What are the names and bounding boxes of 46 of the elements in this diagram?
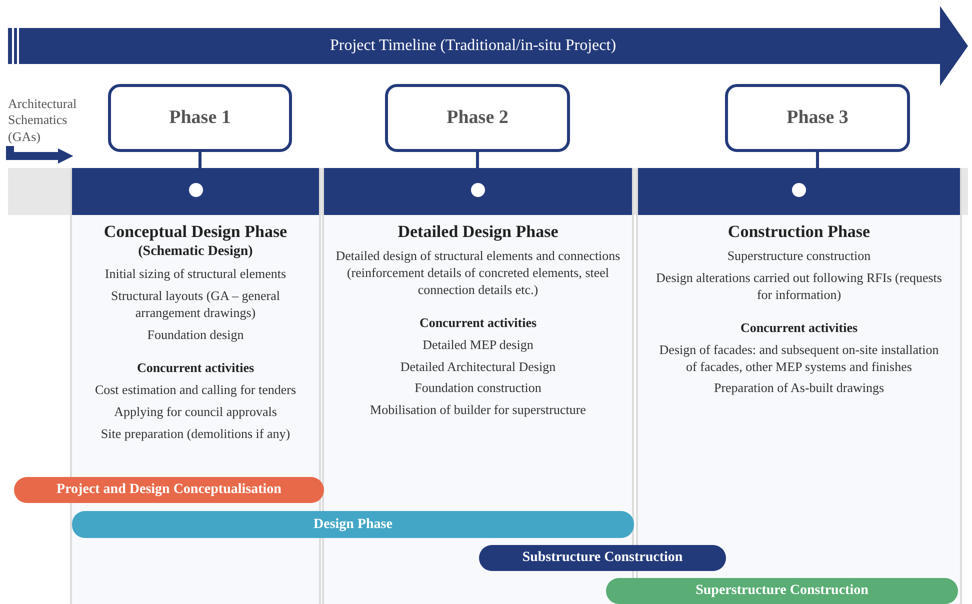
activity-text: Structural layouts (GA – general arrangement drawings): [110, 288, 281, 322]
stage-bar: [72, 511, 634, 538]
activity-text: Detailed design of structural elements and connections (reinforcement details of concreted elements, steel connection details etc.): [334, 248, 622, 299]
phase-box: [108, 84, 292, 152]
activity-text: Detailed Architectural Design: [400, 358, 556, 376]
stage-bar-label: Design Phase: [314, 516, 392, 532]
connector-line: [816, 152, 819, 168]
activity-text: Site preparation (demolitions if any): [100, 426, 290, 442]
column-subtitle: (Schematic Design): [138, 243, 253, 262]
section-heading: Concurrent activities: [136, 360, 254, 377]
column-title: Construction Phase: [728, 221, 870, 243]
arrow: [6, 146, 74, 164]
activity-text: Design of facades: and subsequent on-site installation of facades, other MEP systems and finishes: [658, 342, 940, 376]
phase-title: Phase 1: [169, 107, 231, 129]
section-heading: Concurrent activities: [740, 320, 858, 337]
phase-title: Phase 3: [786, 107, 848, 129]
activity-text: Mobilisation of builder for superstructure: [370, 402, 586, 420]
section-heading: Concurrent activities: [419, 314, 537, 332]
phase-title: Phase 2: [446, 107, 508, 129]
phase-column: [70, 168, 321, 473]
activity-text: Cost estimation and calling for tenders: [94, 382, 296, 399]
stage-bar: [479, 545, 726, 571]
activity-text: Foundation construction: [414, 380, 542, 398]
connector-line: [198, 152, 202, 168]
stage-bar-label: Project and Design Conceptualisation: [56, 482, 282, 498]
phase-box: [725, 84, 910, 152]
timeline-title: Project Timeline (Traditional/in-situ Project): [328, 36, 618, 56]
stage-bar-label: Substructure Construction: [522, 550, 683, 566]
stage-bar: [14, 477, 324, 503]
phase-box: [385, 84, 570, 152]
activity-text: Foundation design: [147, 326, 244, 344]
timeline-arrow: [8, 6, 968, 86]
input-label-text: Architectural Schematics (GAs): [8, 96, 94, 146]
stage-bar-label: Superstructure Construction: [696, 583, 868, 599]
phase-column: [636, 168, 962, 473]
activity-text: Design alterations carried out following RFIs (requests for information): [656, 270, 942, 304]
connector-line: [476, 152, 479, 168]
column-title: Conceptual Design Phase: [104, 221, 288, 243]
phase-column: [322, 168, 634, 473]
activity-text: Initial sizing of structural elements: [104, 266, 286, 284]
activity-text: Applying for council approvals: [114, 404, 277, 421]
stage-bar: [606, 578, 958, 604]
column-title: Detailed Design Phase: [398, 221, 558, 243]
activity-text: Preparation of As-built drawings: [714, 380, 884, 398]
activity-text: Superstructure construction: [727, 248, 871, 265]
activity-text: Detailed MEP design: [422, 336, 534, 354]
